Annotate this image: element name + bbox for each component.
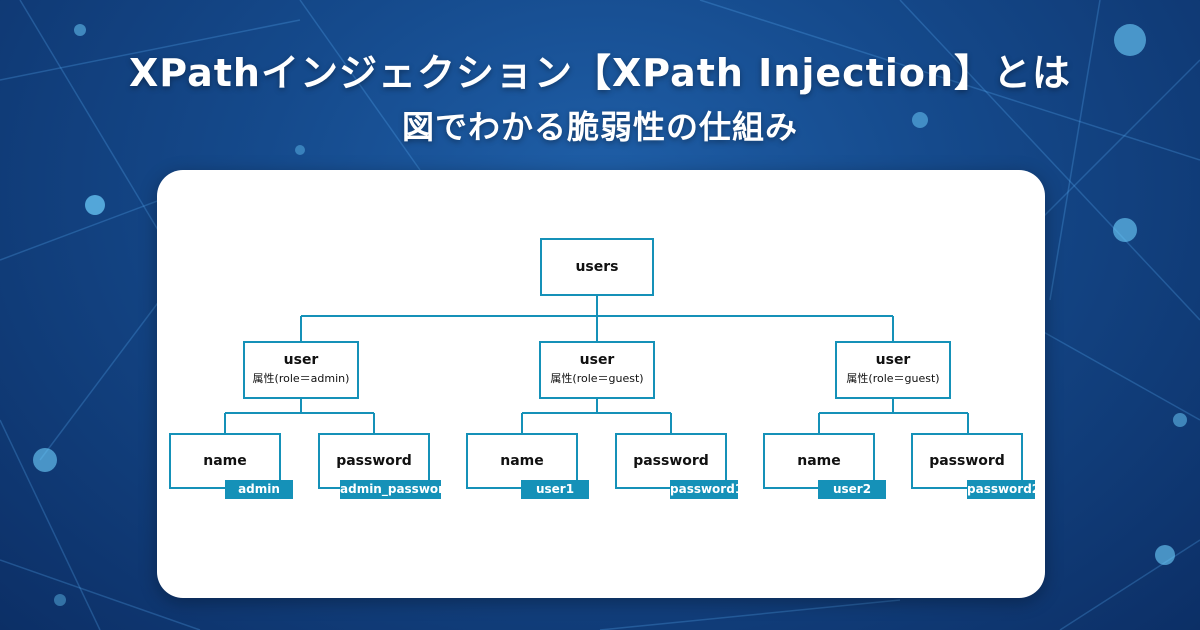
password-label: password	[929, 453, 1005, 469]
name-label: name	[500, 453, 544, 469]
password-node: password	[615, 433, 727, 489]
diagram-card: users user 属性(role＝admin) user 属性(role＝g…	[157, 170, 1045, 598]
name-node: name	[169, 433, 281, 489]
tree-connectors	[224, 296, 969, 433]
user-role-attribute: 属性(role＝guest)	[846, 372, 940, 385]
user-node: user 属性(role＝guest)	[539, 341, 655, 399]
users-label: users	[575, 259, 619, 275]
password-label: password	[633, 453, 709, 469]
password-value-tag: password2	[967, 480, 1040, 499]
password-node: password	[911, 433, 1023, 489]
user-node: user 属性(role＝guest)	[835, 341, 951, 399]
user-role-attribute: 属性(role＝guest)	[550, 372, 644, 385]
user-label: user	[875, 352, 911, 368]
name-label: name	[797, 453, 841, 469]
user-node: user 属性(role＝admin)	[243, 341, 359, 399]
name-node: name	[763, 433, 875, 489]
password-value-tag: password1	[670, 480, 743, 499]
user-role-attribute: 属性(role＝admin)	[252, 372, 350, 385]
user-label: user	[283, 352, 319, 368]
name-label: name	[203, 453, 247, 469]
page-title: XPathインジェクション【XPath Injection】とは	[128, 51, 1072, 95]
name-value-tag: admin	[225, 480, 293, 499]
users-node: users	[540, 238, 654, 296]
name-value-tag: user1	[521, 480, 589, 499]
name-node: name	[466, 433, 578, 489]
password-value-tag: admin_password	[340, 480, 453, 499]
password-label: password	[336, 453, 412, 469]
user-label: user	[579, 352, 615, 368]
page-subtitle: 図でわかる脆弱性の仕組み	[401, 108, 798, 146]
name-value-tag: user2	[818, 480, 886, 499]
